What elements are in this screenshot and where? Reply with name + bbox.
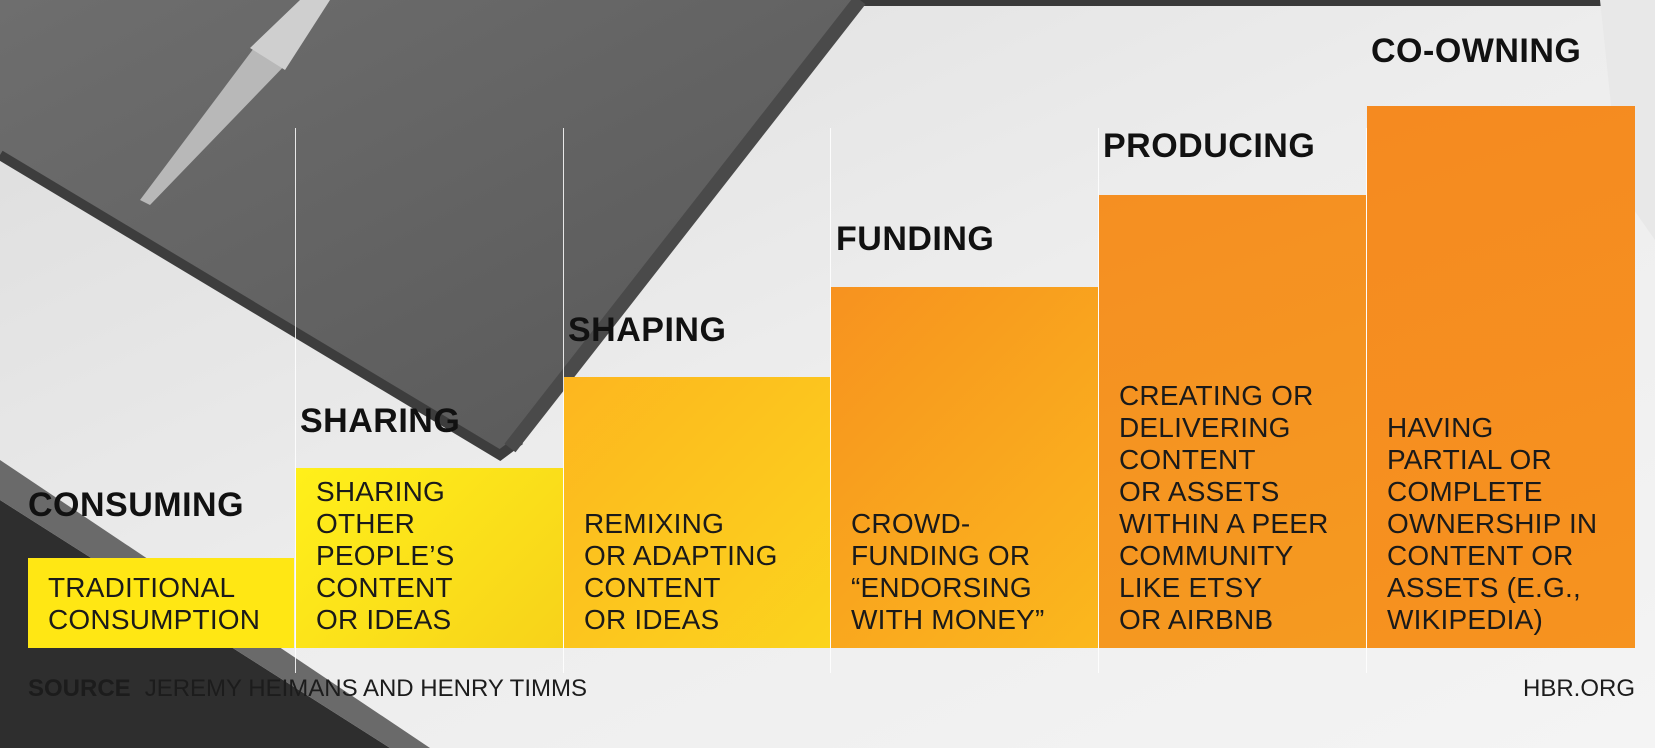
step-title-funding: FUNDING [836,220,995,258]
step-block-co-owning: HAVING PARTIAL OR COMPLETE OWNERSHIP IN … [1367,106,1635,648]
column-divider [563,128,564,673]
column-divider [295,128,296,673]
step-block-consuming: TRADITIONAL CONSUMPTION [28,558,294,648]
step-description-consuming: TRADITIONAL CONSUMPTION [48,572,261,635]
step-title-shaping: SHAPING [568,311,727,349]
step-description-producing: CREATING OR DELIVERING CONTENT OR ASSETS… [1119,380,1329,635]
source-label: SOURCE [28,675,131,702]
source-credit: SOURCE JEREMY HEIMANS AND HENRY TIMMS [28,675,587,703]
step-title-co-owning: CO-OWNING [1371,32,1582,70]
step-title-sharing: SHARING [300,402,461,440]
step-block-sharing: SHARING OTHER PEOPLE’S CONTENT OR IDEAS [296,468,563,648]
step-description-co-owning: HAVING PARTIAL OR COMPLETE OWNERSHIP IN … [1387,412,1598,635]
step-description-sharing: SHARING OTHER PEOPLE’S CONTENT OR IDEAS [316,476,455,635]
column-divider [1098,128,1099,673]
step-block-funding: CROWD- FUNDING OR “ENDORSING WITH MONEY” [831,287,1098,648]
site-credit: HBR.ORG [1522,675,1635,702]
step-title-consuming: CONSUMING [28,486,245,524]
source-text: JEREMY HEIMANS AND HENRY TIMMS [144,675,587,702]
step-block-producing: CREATING OR DELIVERING CONTENT OR ASSETS… [1099,195,1366,648]
column-divider [1366,128,1367,673]
column-divider [830,128,831,673]
step-description-shaping: REMIXING OR ADAPTING CONTENT OR IDEAS [584,508,778,635]
step-title-producing: PRODUCING [1103,127,1316,165]
step-description-funding: CROWD- FUNDING OR “ENDORSING WITH MONEY” [851,508,1045,635]
step-block-shaping: REMIXING OR ADAPTING CONTENT OR IDEAS [564,377,830,648]
